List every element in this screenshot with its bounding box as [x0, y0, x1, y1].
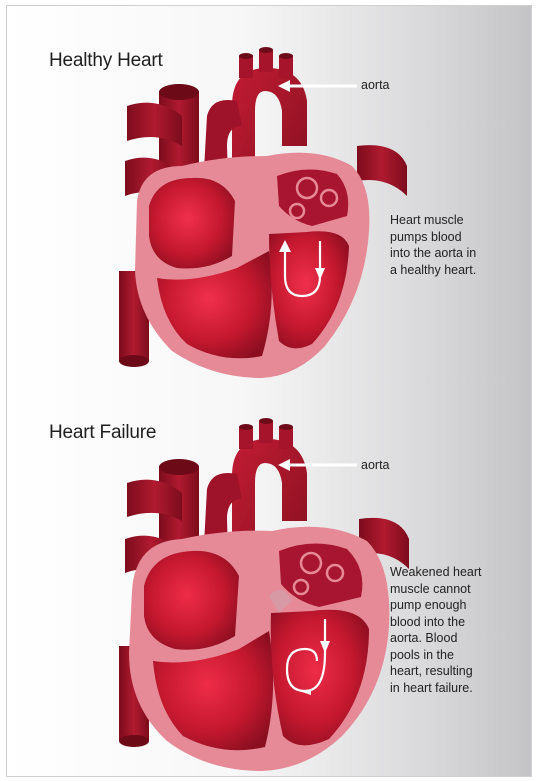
- aorta-pointer-arrow: [278, 459, 357, 471]
- right-atrium: [144, 551, 239, 650]
- healthy-heart-panel: Healthy Heart: [7, 6, 531, 391]
- heart-failure-description: Weakened heart muscle cannot pump enough…: [390, 564, 520, 696]
- healthy-heart-illustration: [7, 6, 531, 391]
- left-ventricle: [271, 610, 369, 746]
- aorta-label: aorta: [361, 458, 390, 472]
- healthy-heart-description: Heart muscle pumps blood into the aorta …: [390, 212, 520, 278]
- right-atrium: [149, 178, 235, 269]
- diagram-frame: Healthy Heart: [6, 5, 532, 777]
- heart-failure-panel: Heart Failure: [7, 391, 531, 776]
- aorta-pointer-arrow: [278, 80, 357, 92]
- aorta-label: aorta: [361, 78, 390, 92]
